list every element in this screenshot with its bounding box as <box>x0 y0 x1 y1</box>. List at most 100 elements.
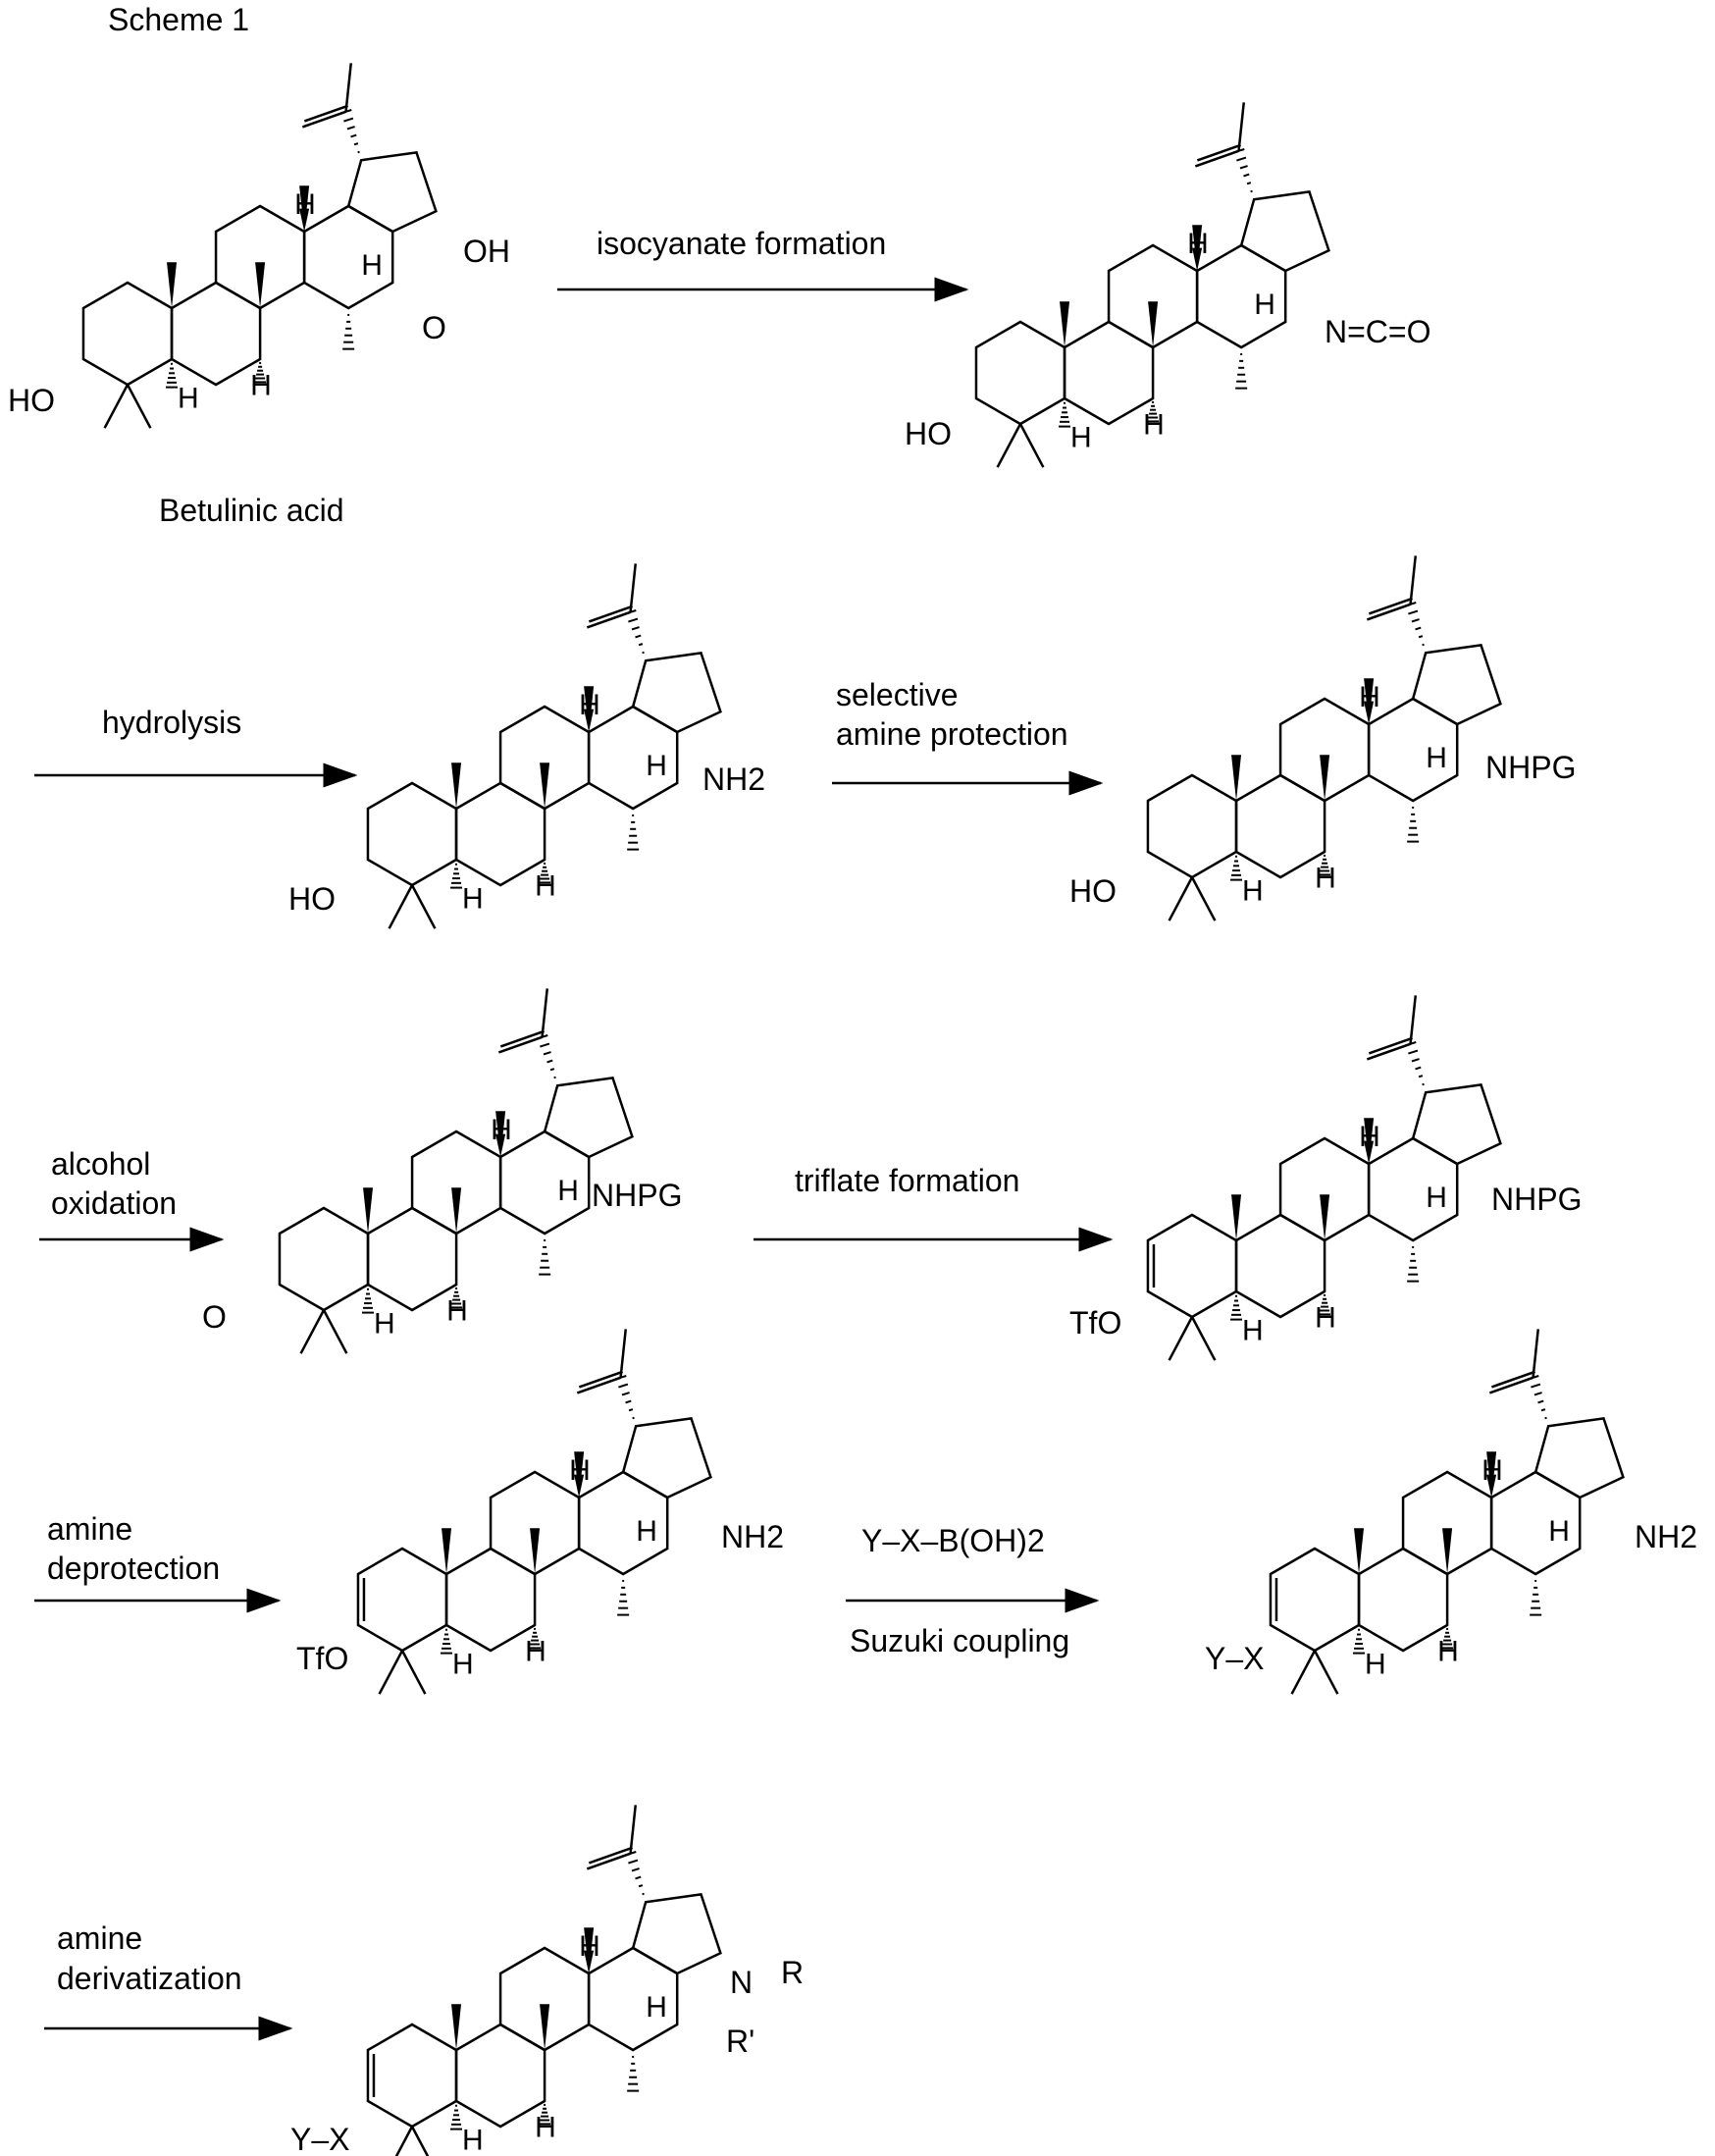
methyl-wedge <box>1231 1194 1241 1240</box>
ring-a <box>976 322 1065 424</box>
methyl-wedge <box>540 762 549 809</box>
gem-dimethyl-1 <box>998 424 1020 467</box>
stereo-h: H <box>1426 1182 1447 1214</box>
gem-dimethyl-2 <box>1192 877 1215 920</box>
gem-dimethyl-2 <box>324 1310 346 1353</box>
h-hashed <box>166 364 178 388</box>
stereo-h: H <box>462 882 484 915</box>
isopropenyl-methyl <box>543 988 547 1036</box>
ring-a <box>1148 775 1236 877</box>
methyl-wedge <box>530 1528 540 1574</box>
isopropenyl-bond <box>1233 149 1253 191</box>
gem-dimethyl-2 <box>1020 424 1043 467</box>
methyl-wedge <box>1320 1194 1329 1240</box>
ring-b <box>1359 1549 1447 1651</box>
ring-a <box>280 1208 368 1310</box>
stereo-h: H <box>646 1991 667 2024</box>
ring-b <box>446 1549 535 1651</box>
ring-e <box>1413 1084 1500 1164</box>
methyl-wedge <box>1442 1528 1452 1574</box>
methyl-hashed <box>539 1240 550 1275</box>
h-hashed <box>1059 403 1070 427</box>
ring-a <box>368 783 456 885</box>
ring-a <box>358 1549 446 1651</box>
ring-e <box>633 1894 720 1973</box>
methyl-wedge <box>1060 301 1069 347</box>
ring-e <box>1241 191 1328 271</box>
methyl-hashed <box>342 315 354 349</box>
isopropenyl-bond <box>1405 1042 1425 1084</box>
isopropenyl-methyl <box>631 563 636 611</box>
h-hashed <box>441 1630 452 1654</box>
methyl-wedge <box>1320 755 1329 801</box>
stereo-h: H <box>1242 1314 1264 1346</box>
gem-dimethyl-2 <box>402 1651 425 1694</box>
ring-e <box>545 1078 632 1157</box>
gem-dimethyl-2 <box>1192 1317 1215 1360</box>
methyl-wedge <box>442 1528 451 1574</box>
ring-a <box>1148 1215 1236 1317</box>
methyl-hashed <box>1530 1581 1541 1615</box>
stereo-h: H <box>361 249 383 282</box>
isopropenyl-methyl <box>1239 102 1244 150</box>
ring-b <box>456 2025 545 2127</box>
stereo-h: H <box>374 1307 395 1340</box>
methyl-wedge <box>1354 1528 1364 1574</box>
gem-dimethyl-1 <box>1169 1317 1192 1360</box>
gem-dimethyl-1 <box>390 885 412 928</box>
methyl-wedge <box>1231 755 1241 801</box>
ring-b <box>1236 775 1325 877</box>
ring-e <box>633 653 720 732</box>
methyl-hashed <box>627 2057 639 2091</box>
stereo-h: H <box>462 2124 484 2156</box>
h-hashed <box>450 865 462 888</box>
stereo-h: H <box>452 1648 474 1680</box>
methyl-hashed <box>1407 1247 1419 1282</box>
methyl-hashed <box>1407 808 1419 842</box>
gem-dimethyl-1 <box>1292 1651 1315 1694</box>
isopropenyl-methyl <box>621 1329 626 1377</box>
gem-dimethyl-2 <box>412 885 435 928</box>
stereo-h: H <box>1070 421 1092 453</box>
methyl-wedge <box>451 2004 461 2050</box>
methyl-wedge <box>1148 301 1158 347</box>
methyl-wedge <box>540 2004 549 2050</box>
stereo-h: H <box>636 1515 657 1548</box>
methyl-wedge <box>451 1187 461 1234</box>
h-hashed <box>450 2106 462 2130</box>
ring-e <box>623 1418 710 1498</box>
isopropenyl-bond <box>1528 1376 1547 1418</box>
ring-e <box>348 152 436 232</box>
stereo-h: H <box>1548 1515 1570 1548</box>
ring-e <box>1535 1418 1623 1498</box>
isopropenyl-bond <box>625 1852 645 1894</box>
ring-b <box>368 1208 456 1310</box>
ring-b <box>1236 1215 1325 1317</box>
h-hashed <box>1353 1630 1365 1654</box>
methyl-hashed <box>627 815 639 850</box>
gem-dimethyl-2 <box>412 2127 435 2156</box>
isopropenyl-methyl <box>1411 555 1416 604</box>
methyl-wedge <box>451 762 461 809</box>
gem-dimethyl-1 <box>301 1310 324 1353</box>
isopropenyl-bond <box>537 1035 556 1078</box>
methyl-hashed <box>1235 354 1247 389</box>
gem-dimethyl-1 <box>1169 877 1192 920</box>
stereo-h: H <box>178 382 199 414</box>
methyl-wedge <box>363 1187 373 1234</box>
stereo-h: H <box>1242 874 1264 907</box>
gem-dimethyl-1 <box>380 1651 402 1694</box>
ring-b <box>1065 322 1153 424</box>
isopropenyl-bond <box>615 1376 635 1418</box>
isopropenyl-bond <box>625 610 645 653</box>
stereo-h: H <box>646 750 667 782</box>
methyl-wedge <box>167 262 177 308</box>
methyl-hashed <box>617 1581 629 1615</box>
ring-a <box>1271 1549 1359 1651</box>
isopropenyl-methyl <box>631 1805 636 1853</box>
stereo-h: H <box>1254 289 1275 321</box>
h-hashed <box>362 1289 374 1313</box>
isopropenyl-methyl <box>346 63 351 111</box>
